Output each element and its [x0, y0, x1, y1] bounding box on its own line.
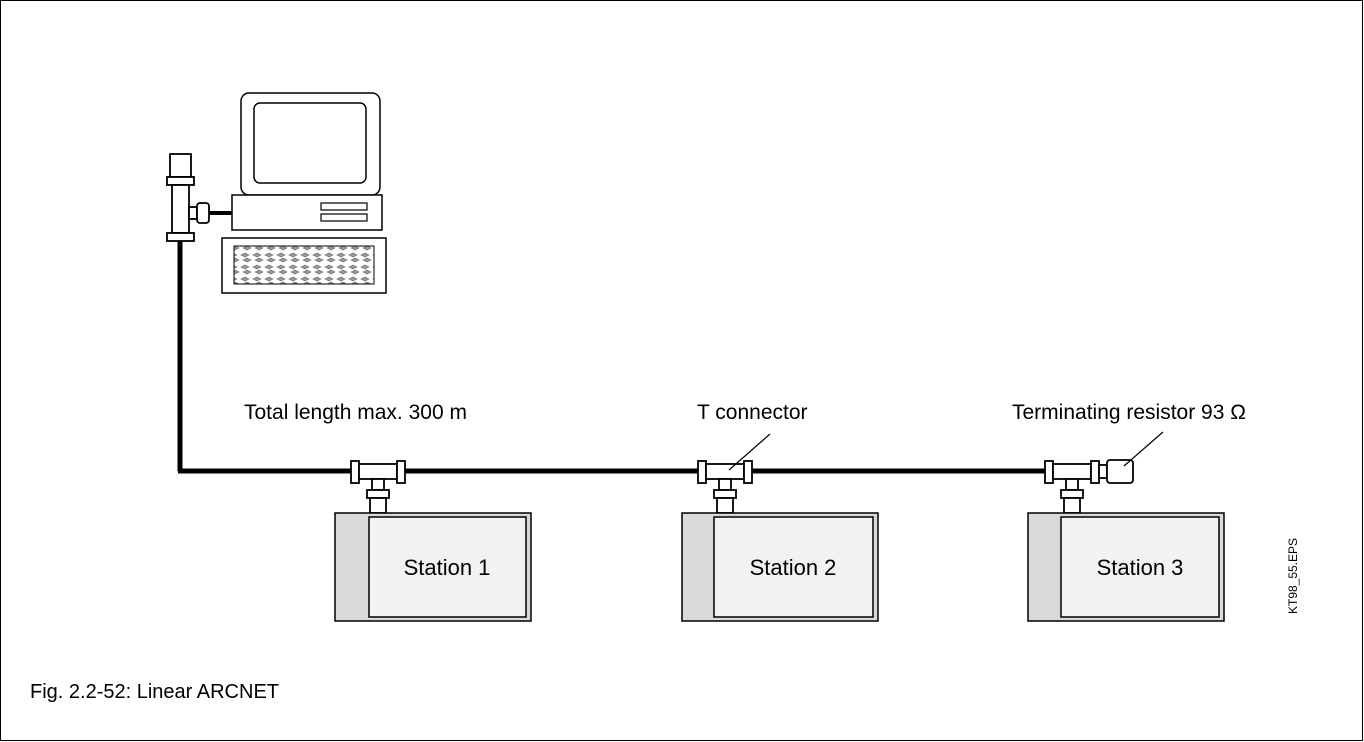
station-3: Station 3	[1027, 512, 1225, 622]
station-1-label: Station 1	[404, 555, 491, 580]
station-2: Station 2	[681, 512, 879, 622]
t-connector-leader	[728, 433, 771, 471]
t-connector-station-2	[697, 460, 753, 514]
computer-t-connector	[166, 153, 232, 242]
terminating-resistor-leader	[1123, 431, 1164, 467]
terminating-resistor	[1098, 459, 1134, 484]
t-connector-station-1	[350, 460, 406, 514]
t-connector-label: T connector	[697, 401, 808, 424]
t-connector-station-3	[1044, 460, 1100, 514]
total-length-label: Total length max. 300 m	[244, 401, 467, 424]
terminating-resistor-label: Terminating resistor 93 Ω	[1012, 401, 1246, 424]
station-2-label: Station 2	[750, 555, 837, 580]
station-3-label: Station 3	[1097, 555, 1184, 580]
computer	[221, 92, 387, 294]
keyboard	[221, 237, 387, 294]
file-name: KT98_55.EPS	[1286, 538, 1300, 614]
bus-cable	[177, 241, 1045, 474]
station-1: Station 1	[334, 512, 532, 622]
figure-caption: Fig. 2.2-52: Linear ARCNET	[30, 681, 279, 703]
monitor	[240, 92, 381, 196]
system-unit	[231, 194, 383, 231]
